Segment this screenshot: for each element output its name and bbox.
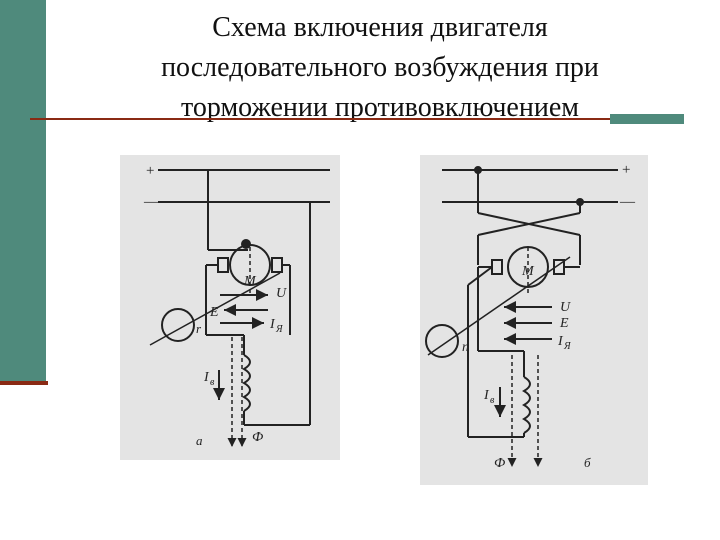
field-current-label-a: I	[203, 370, 210, 385]
caption-a: а	[196, 433, 203, 448]
minus-sign-a: —	[143, 194, 160, 210]
flux-label-a: Ф	[252, 430, 263, 445]
voltage-label-a: U	[276, 286, 287, 301]
accent-bar-edge	[0, 381, 48, 385]
title-line-2: последовательного возбуждения при	[161, 52, 599, 83]
field-winding-b	[522, 376, 531, 434]
field-current-sub-b: в	[490, 395, 495, 406]
flux-label-b: Ф	[494, 456, 505, 471]
plus-sign-b: +	[622, 162, 630, 178]
caption-b: б	[584, 455, 591, 470]
slide-title: Схема включения двигателя последовательн…	[60, 8, 700, 128]
speed-label-b: n	[462, 340, 469, 355]
accent-bar	[0, 0, 46, 383]
armature-current-sub-b: Я	[563, 341, 572, 352]
title-underline-accent	[610, 114, 684, 124]
plus-sign-a: +	[146, 163, 154, 179]
title-line-1: Схема включения двигателя	[212, 12, 548, 43]
diagram-b: + — M U E I Я n I в Ф б	[420, 155, 648, 485]
motor-label-b: M	[521, 264, 535, 279]
minus-sign-b: —	[619, 194, 636, 210]
emf-label-b: E	[559, 316, 569, 331]
field-current-sub-a: в	[210, 377, 215, 388]
armature-current-label-a: I	[269, 317, 276, 332]
field-current-label-b: I	[483, 388, 490, 403]
diagram-a-svg: + — M U E I Я r I в Ф а	[143, 163, 330, 448]
armature-current-label-b: I	[557, 334, 564, 349]
tacho-a	[161, 308, 195, 342]
armature-current-sub-a: Я	[275, 324, 284, 335]
title-line-3: торможении противовключением	[181, 92, 579, 123]
diagram-b-svg: + — M U E I Я n I в Ф б	[425, 162, 636, 471]
field-winding-a	[242, 354, 251, 412]
voltage-label-b: U	[560, 300, 571, 315]
title-underline	[30, 118, 630, 120]
tacho-b	[425, 324, 459, 358]
resistor-label-a: r	[196, 321, 202, 336]
reversing-cross-2	[477, 212, 581, 236]
emf-label-a: E	[209, 305, 219, 320]
diagram-a: + — M U E I Я r I в Ф а	[120, 155, 340, 460]
motor-label-a: M	[243, 274, 257, 289]
